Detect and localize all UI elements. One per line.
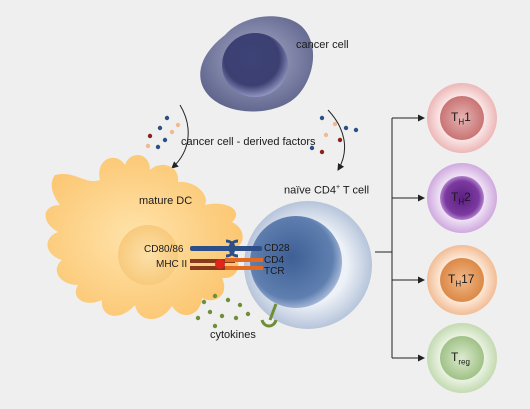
cancer-cell-nucleus: [222, 33, 288, 97]
left-factor-arrow: [171, 104, 189, 169]
cancer-cell-label: cancer cell: [296, 39, 349, 51]
treg-cell: [427, 323, 497, 393]
mature-dc-label: mature DC: [139, 195, 193, 207]
antigen-peptide: [215, 259, 225, 269]
naive-t-cell-label: naïve CD4+ T cell: [284, 184, 370, 197]
dendritic-cell: [45, 154, 243, 320]
cancer-cell: [200, 16, 314, 112]
derived-factors-label: cancer cell - derived factors: [181, 136, 316, 148]
differentiation-arrows: [375, 114, 425, 362]
th2-cell: [427, 163, 497, 233]
cd80-86-label: CD80/86: [144, 244, 184, 255]
th1-cell: [427, 83, 497, 153]
mhc-ii-molecule-b: [190, 266, 235, 270]
th17-cell: [427, 245, 497, 315]
tcr-label: TCR: [264, 266, 285, 277]
synapse-molecules: [190, 239, 263, 270]
cd28-molecule: [234, 246, 262, 251]
cd4-label: CD4: [264, 255, 285, 266]
treg-label: Treg: [451, 350, 470, 367]
cd28-label: CD28: [264, 243, 290, 254]
cytokines-label: cytokines: [210, 329, 256, 341]
right-factor-arrow: [327, 109, 346, 171]
th2-label: TH2: [451, 190, 471, 207]
cd4-molecule: [225, 258, 263, 262]
mhc-ii-label: MHC II: [156, 259, 188, 270]
th1-label: TH1: [451, 110, 471, 127]
cytokine-receptor: [260, 303, 278, 328]
naive-t-cell: [244, 201, 372, 329]
naive-t-cell-nucleus: [250, 216, 342, 308]
factor-dots-right: [309, 115, 359, 155]
th17-label: TH17: [448, 272, 475, 289]
dendritic-cell-nucleus: [118, 225, 178, 285]
tcr-molecule: [225, 266, 263, 270]
cd80-86-molecule: [190, 246, 235, 251]
cytokine-dots: [195, 293, 251, 329]
factor-dots-left: [145, 115, 181, 150]
mhc-ii-molecule-a: [190, 259, 235, 263]
